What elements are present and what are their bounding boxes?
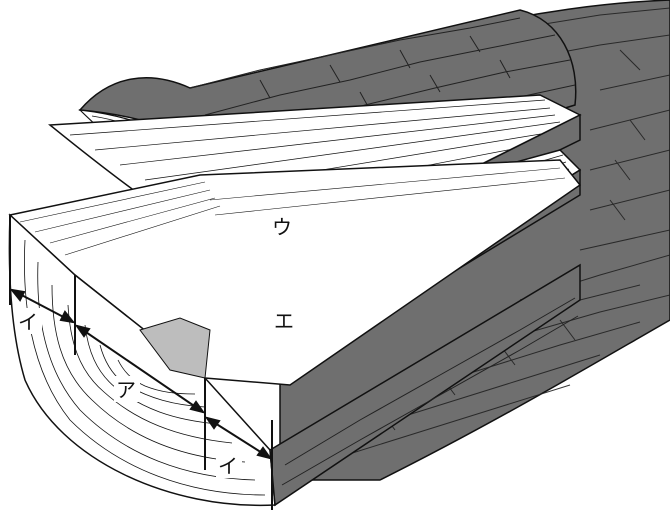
label-u: ウ — [272, 215, 292, 239]
label-i-bottom: イ — [218, 454, 238, 478]
dimension-lines — [9, 215, 273, 510]
label-i-top: イ — [18, 310, 38, 334]
label-e: エ — [274, 309, 294, 333]
label-a: ア — [116, 378, 136, 402]
labels: イ ア イ ウ エ — [16, 213, 298, 478]
